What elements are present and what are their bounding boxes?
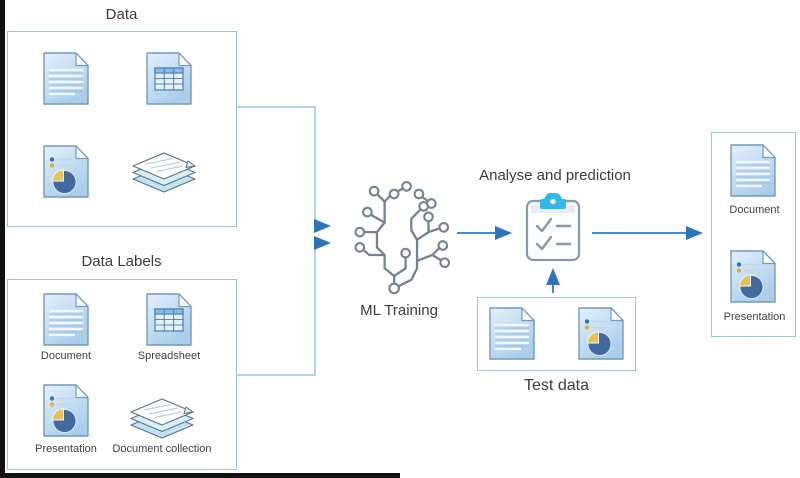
data-labels-box-title: Data Labels: [81, 253, 162, 270]
document-icon: [489, 307, 535, 360]
document-collection-icon: [130, 398, 194, 440]
data-box: [7, 31, 237, 227]
ml-brain-icon: [335, 173, 459, 297]
output-box: Document Presentation: [711, 132, 796, 337]
document-icon: [43, 52, 89, 105]
presentation-icon: [43, 384, 89, 437]
ml-training-label: ML Training: [360, 302, 438, 319]
clipboard-checklist-icon: [524, 193, 582, 263]
document-collection-label: Document collection: [112, 443, 212, 455]
data-box-title: Data: [105, 6, 138, 23]
test-data-label: Test data: [524, 377, 589, 394]
spreadsheet-icon: [146, 293, 192, 346]
test-data-box: [477, 297, 636, 371]
connector-data-to-ml: [237, 106, 318, 227]
output-presentation-label: Presentation: [723, 311, 786, 323]
output-document-label: Document: [729, 204, 780, 216]
document-icon: [730, 144, 776, 197]
screenshot-bottom-edge: [0, 473, 400, 478]
presentation-icon: [730, 250, 776, 303]
analyse-prediction-label: Analyse and prediction: [479, 167, 631, 184]
document-collection-icon: [132, 152, 196, 194]
connector-labels-to-ml: [237, 242, 318, 376]
spreadsheet-label: Spreadsheet: [137, 350, 201, 362]
presentation-icon: [578, 307, 624, 360]
presentation-icon: [43, 145, 89, 198]
document-icon: [43, 293, 89, 346]
document-label: Document: [40, 350, 92, 362]
data-labels-box: Document Spreadsheet Presentation Docume…: [7, 279, 237, 470]
spreadsheet-icon: [146, 52, 192, 105]
presentation-label: Presentation: [35, 443, 97, 455]
screenshot-left-edge: [0, 0, 5, 478]
